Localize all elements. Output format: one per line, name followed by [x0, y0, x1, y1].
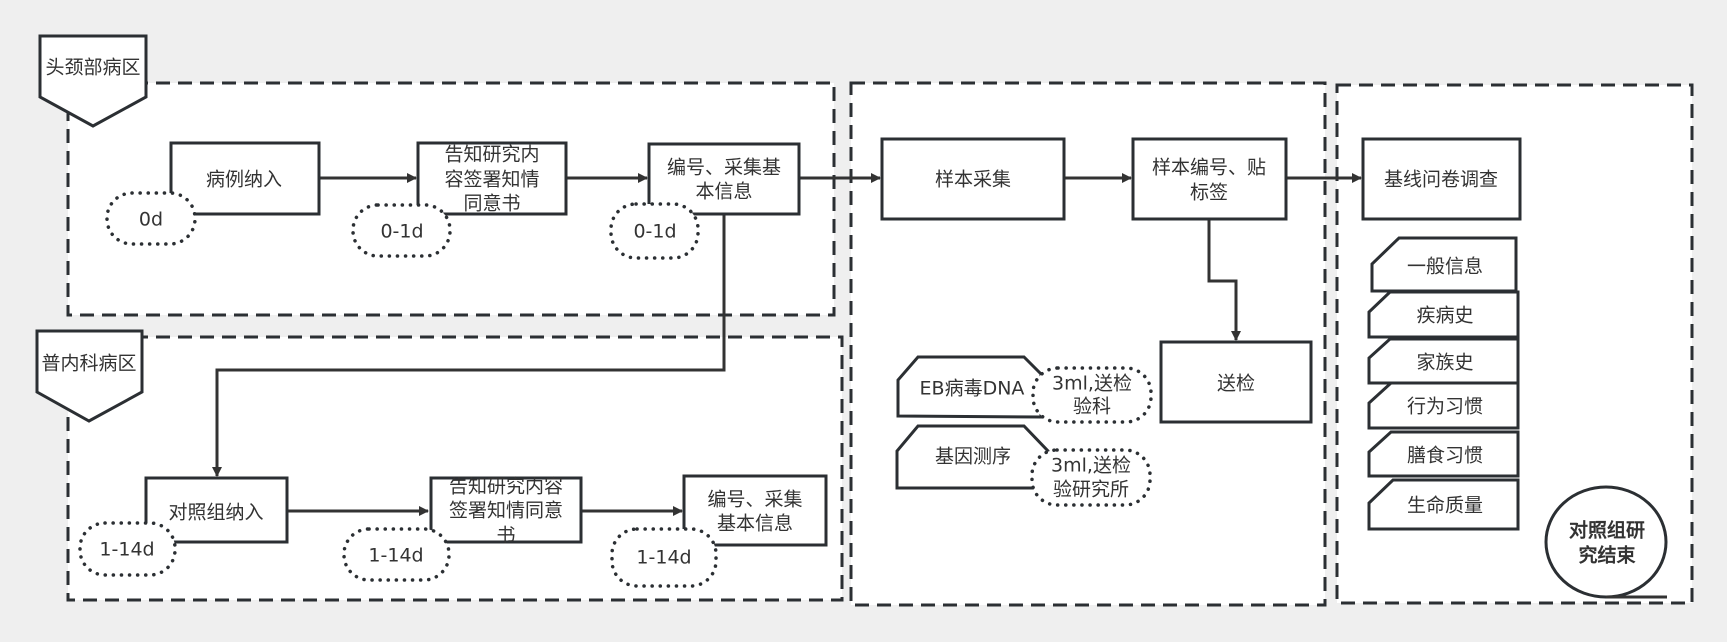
survey-item: 疾病史 — [1367, 290, 1520, 339]
case-enrollment-step[interactable]: 病例纳入 — [169, 141, 321, 216]
sample-labeling-step[interactable]: 样本编号、贴 标签 — [1131, 137, 1288, 221]
step-label: 容签署知情 — [444, 169, 539, 191]
survey-item-label: 一般信息 — [1407, 256, 1483, 278]
control-consent-step[interactable]: 告知研究内容 签署知情同意 书 — [429, 476, 583, 547]
step-label: 书 — [496, 525, 515, 547]
survey-item-label: 生命质量 — [1407, 495, 1483, 517]
step-label: 同意书 — [463, 193, 520, 215]
end-label: 究结束 — [1578, 544, 1636, 567]
step-label: 标签 — [1190, 182, 1228, 204]
time-badge: 0-1d — [609, 202, 700, 260]
survey-item: 行为习惯 — [1367, 381, 1520, 430]
head-neck-lane-tag: 头颈部病区 — [38, 34, 148, 128]
time-label: 0d — [139, 209, 163, 231]
step-label: 病例纳入 — [206, 169, 282, 191]
informed-consent-step[interactable]: 告知研究内 容签署知情 同意书 — [416, 141, 568, 216]
time-label: 1-14d — [99, 539, 154, 561]
test-note-badge: 3ml,送检 验科 — [1031, 366, 1153, 424]
test-note: 3ml,送检 — [1051, 455, 1131, 477]
connector-arrow — [212, 214, 726, 477]
submit-for-testing-step[interactable]: 送检 — [1159, 340, 1313, 424]
end-label: 对照组研 — [1569, 519, 1645, 542]
step-label: 编号、采集基 — [667, 157, 781, 179]
time-badge: 0d — [105, 191, 197, 246]
time-label: 0-1d — [633, 221, 676, 243]
step-label: 告知研究内 — [444, 144, 539, 166]
survey-item-label: 行为习惯 — [1407, 396, 1483, 418]
internal-medicine-lane-label: 普内科病区 — [41, 353, 136, 375]
internal-medicine-lane-tag: 普内科病区 — [35, 329, 144, 423]
record-basic-info-step[interactable]: 编号、采集基 本信息 — [647, 142, 801, 216]
time-label: 1-14d — [636, 547, 691, 569]
test-name: 基因测序 — [935, 446, 1011, 468]
survey-item: 生命质量 — [1367, 478, 1520, 531]
baseline-survey-step[interactable]: 基线问卷调查 — [1361, 137, 1522, 221]
control-record-info-step[interactable]: 编号、采集 基本信息 — [682, 474, 828, 547]
step-label: 编号、采集 — [707, 489, 802, 511]
time-badge: 1-14d — [78, 521, 177, 577]
step-label: 本信息 — [695, 181, 752, 203]
survey-item: 家族史 — [1367, 337, 1520, 385]
time-label: 1-14d — [368, 545, 423, 567]
step-label: 签署知情同意 — [449, 500, 563, 522]
step-label: 样本采集 — [935, 169, 1011, 191]
connector-arrow — [1207, 219, 1241, 341]
test-name: EB病毒DNA — [920, 378, 1025, 400]
step-label: 基线问卷调查 — [1384, 169, 1498, 191]
head-neck-lane-label: 头颈部病区 — [45, 57, 140, 79]
test-note: 验科 — [1073, 396, 1111, 418]
time-badge: 1-14d — [342, 527, 451, 582]
sample-collection-step[interactable]: 样本采集 — [880, 137, 1066, 221]
survey-item-label: 疾病史 — [1416, 305, 1473, 327]
step-label: 基本信息 — [717, 513, 793, 535]
test-ebv-dna: EB病毒DNA — [896, 355, 1043, 419]
study-end-terminator: 对照组研 究结束 — [1544, 485, 1668, 599]
time-badge: 1-14d — [610, 527, 718, 588]
test-note-badge: 3ml,送检 验研究所 — [1030, 448, 1152, 507]
test-gene-sequencing: 基因测序 — [895, 424, 1050, 490]
step-label: 送检 — [1217, 373, 1255, 395]
test-note: 3ml,送检 — [1052, 373, 1132, 395]
survey-item-label: 家族史 — [1416, 352, 1473, 374]
step-label: 对照组纳入 — [168, 502, 263, 524]
internal-medicine-lane — [66, 335, 844, 602]
survey-item: 膳食习惯 — [1367, 430, 1520, 478]
step-label: 告知研究内容 — [449, 476, 563, 498]
survey-item-label: 膳食习惯 — [1407, 445, 1483, 467]
step-label: 样本编号、贴 — [1152, 157, 1266, 179]
survey-item: 一般信息 — [1370, 236, 1518, 293]
time-badge: 0-1d — [351, 203, 452, 258]
time-label: 0-1d — [380, 221, 423, 243]
test-note: 验研究所 — [1053, 479, 1129, 501]
